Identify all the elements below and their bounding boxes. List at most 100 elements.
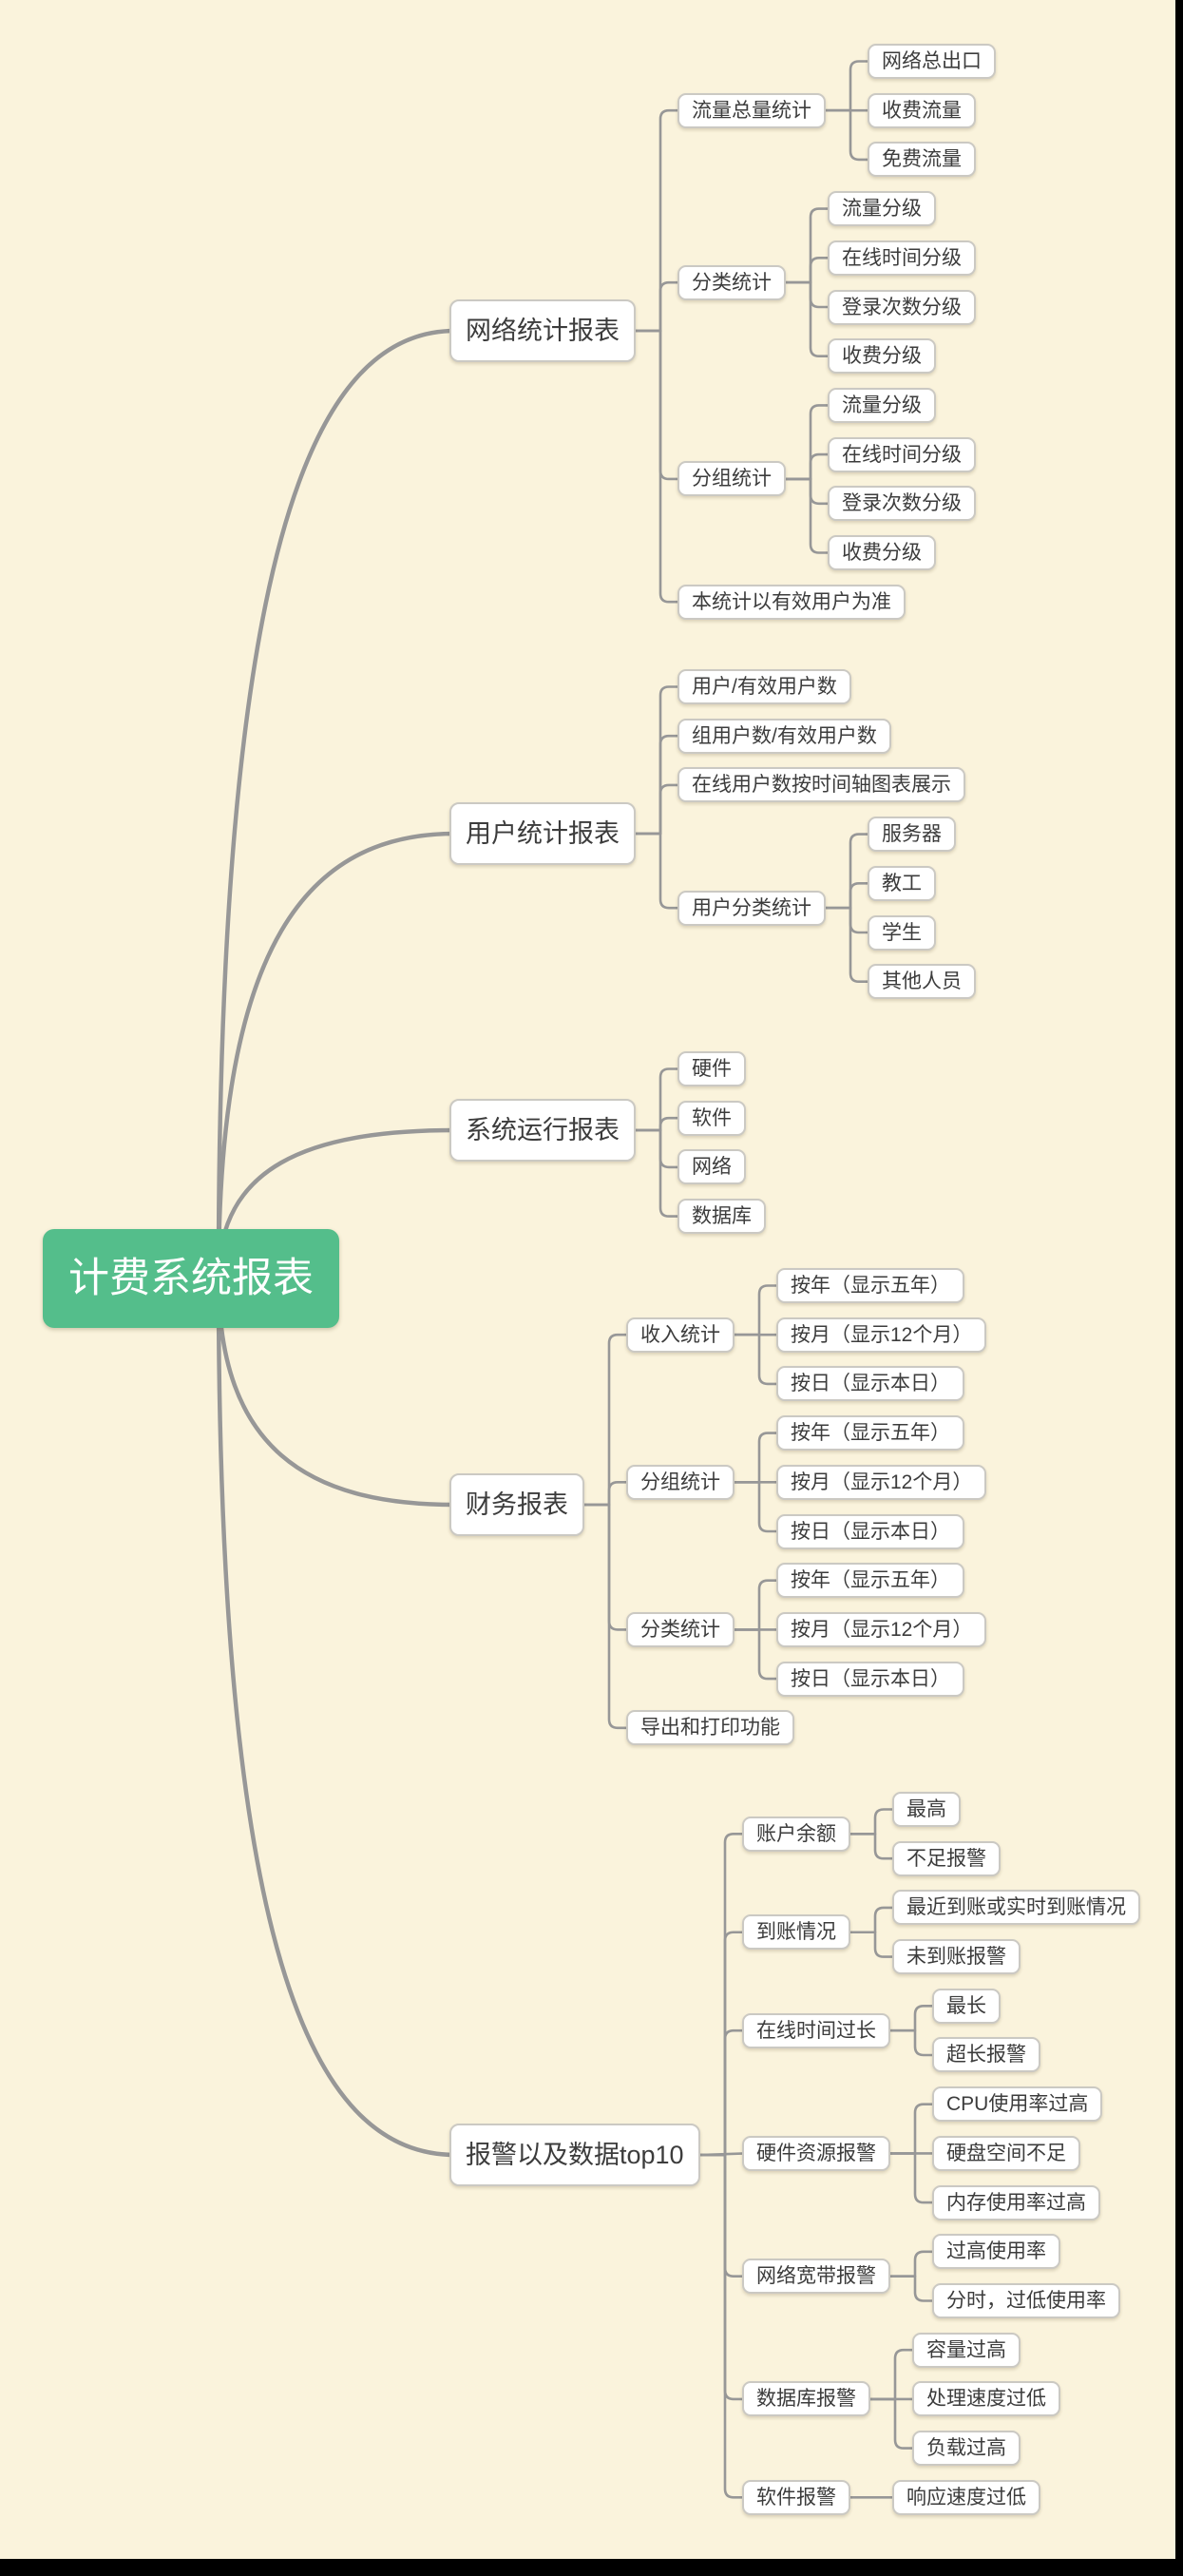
sub-topic[interactable]: 分组统计 xyxy=(677,461,786,496)
main-topic[interactable]: 用户统计报表 xyxy=(449,802,636,865)
leaf-topic[interactable]: 学生 xyxy=(868,915,936,951)
elbow-connector xyxy=(888,2028,937,2057)
leaf-topic[interactable]: 过高使用率 xyxy=(932,2234,1060,2269)
elbow-connector xyxy=(824,906,872,983)
leaf-topic[interactable]: 收费流量 xyxy=(868,93,976,128)
sub-topic[interactable]: 收入统计 xyxy=(626,1317,735,1353)
leaf-topic[interactable]: 教工 xyxy=(868,866,936,901)
branch-curve xyxy=(216,831,458,1281)
elbow-connector xyxy=(733,1579,781,1631)
sub-topic[interactable]: 在线时间过长 xyxy=(742,2013,890,2048)
leaf-topic[interactable]: 硬盘空间不足 xyxy=(932,2136,1080,2171)
sub-topic[interactable]: 分类统计 xyxy=(677,265,786,300)
leaf-topic[interactable]: 分时，过低使用率 xyxy=(932,2283,1120,2318)
elbow-connector xyxy=(784,404,832,481)
sub-topic[interactable]: 用户/有效用户数 xyxy=(677,669,851,704)
sub-topic[interactable]: 网络 xyxy=(677,1149,746,1184)
branch-curve xyxy=(216,328,458,1281)
sub-topic[interactable]: 到账情况 xyxy=(742,1914,850,1950)
leaf-topic[interactable]: 按年（显示五年） xyxy=(776,1563,964,1598)
leaf-topic[interactable]: 按月（显示12个月） xyxy=(776,1317,987,1353)
leaf-topic[interactable]: 登录次数分级 xyxy=(828,486,976,521)
sub-topic[interactable]: 本统计以有效用户为准 xyxy=(677,585,906,620)
elbow-connector xyxy=(634,280,682,333)
sub-topic[interactable]: 组用户数/有效用户数 xyxy=(677,719,891,754)
leaf-topic[interactable]: 未到账报警 xyxy=(892,1939,1021,1974)
leaf-topic[interactable]: 按年（显示五年） xyxy=(776,1268,964,1303)
sub-topic[interactable]: 流量总量统计 xyxy=(677,93,826,128)
main-topic[interactable]: 网络统计报表 xyxy=(449,299,636,362)
elbow-connector xyxy=(733,1628,781,1681)
elbow-connector xyxy=(849,1833,897,1860)
sub-topic[interactable]: 硬件 xyxy=(677,1051,746,1086)
leaf-topic[interactable]: 收费分级 xyxy=(828,535,936,570)
leaf-topic[interactable]: 最近到账或实时到账情况 xyxy=(892,1890,1140,1925)
elbow-connector xyxy=(733,1481,781,1533)
main-topic[interactable]: 报警以及数据top10 xyxy=(449,2124,700,2186)
leaf-topic[interactable]: 在线时间分级 xyxy=(828,437,976,472)
leaf-topic[interactable]: CPU使用率过高 xyxy=(932,2086,1103,2122)
elbow-connector xyxy=(824,60,872,112)
sub-topic[interactable]: 分类统计 xyxy=(626,1612,735,1647)
elbow-connector xyxy=(784,257,832,284)
leaf-topic[interactable]: 按日（显示本日） xyxy=(776,1366,964,1401)
leaf-topic[interactable]: 不足报警 xyxy=(892,1841,1001,1876)
sub-topic[interactable]: 账户余额 xyxy=(742,1817,850,1852)
elbow-connector xyxy=(824,833,872,910)
leaf-topic[interactable]: 按日（显示本日） xyxy=(776,1662,964,1697)
branch-curve xyxy=(216,1276,458,1508)
elbow-connector xyxy=(888,2103,937,2155)
sub-topic[interactable]: 数据库报警 xyxy=(742,2381,870,2416)
leaf-topic[interactable]: 流量分级 xyxy=(828,388,936,423)
elbow-connector xyxy=(634,832,682,910)
sub-topic[interactable]: 在线用户数按时间轴图表展示 xyxy=(677,767,965,802)
elbow-connector xyxy=(784,477,832,554)
elbow-connector xyxy=(582,1481,631,1507)
sub-topic[interactable]: 数据库 xyxy=(677,1199,766,1234)
leaf-topic[interactable]: 收费分级 xyxy=(828,338,936,374)
elbow-connector xyxy=(698,1833,747,2157)
leaf-topic[interactable]: 超长报警 xyxy=(932,2037,1040,2072)
leaf-topic[interactable]: 其他人员 xyxy=(868,964,976,999)
leaf-topic[interactable]: 内存使用率过高 xyxy=(932,2185,1100,2220)
sub-topic[interactable]: 软件 xyxy=(677,1101,746,1136)
leaf-topic[interactable]: 负载过高 xyxy=(912,2431,1021,2466)
leaf-topic[interactable]: 响应速度过低 xyxy=(892,2480,1040,2515)
leaf-topic[interactable]: 最长 xyxy=(932,1989,1001,2024)
sub-topic[interactable]: 导出和打印功能 xyxy=(626,1710,794,1745)
elbow-connector xyxy=(784,452,832,481)
sub-topic[interactable]: 用户分类统计 xyxy=(677,891,826,926)
sub-topic[interactable]: 网络宽带报警 xyxy=(742,2259,890,2294)
central-topic[interactable]: 计费系统报表 xyxy=(43,1229,339,1328)
elbow-connector xyxy=(888,2152,937,2204)
elbow-connector xyxy=(634,1116,682,1132)
leaf-topic[interactable]: 服务器 xyxy=(868,817,956,852)
elbow-connector xyxy=(824,882,872,910)
sub-topic[interactable]: 硬件资源报警 xyxy=(742,2136,890,2171)
elbow-connector xyxy=(733,1284,781,1336)
leaf-topic[interactable]: 网络总出口 xyxy=(868,44,996,79)
main-topic[interactable]: 系统运行报表 xyxy=(449,1099,636,1162)
leaf-topic[interactable]: 登录次数分级 xyxy=(828,290,976,325)
elbow-connector xyxy=(634,734,682,836)
leaf-topic[interactable]: 免费流量 xyxy=(868,142,976,177)
elbow-connector xyxy=(634,108,682,333)
main-topic[interactable]: 财务报表 xyxy=(449,1473,584,1536)
leaf-topic[interactable]: 按年（显示五年） xyxy=(776,1415,964,1451)
sub-topic[interactable]: 软件报警 xyxy=(742,2480,850,2515)
leaf-topic[interactable]: 流量分级 xyxy=(828,191,936,226)
leaf-topic[interactable]: 最高 xyxy=(892,1792,961,1827)
leaf-topic[interactable]: 容量过高 xyxy=(912,2333,1021,2368)
leaf-topic[interactable]: 按月（显示12个月） xyxy=(776,1612,987,1647)
elbow-connector xyxy=(582,1503,631,1730)
elbow-connector xyxy=(634,783,682,836)
elbow-connector xyxy=(634,1128,682,1218)
elbow-connector xyxy=(582,1333,631,1507)
leaf-topic[interactable]: 按日（显示本日） xyxy=(776,1514,964,1549)
leaf-topic[interactable]: 按月（显示12个月） xyxy=(776,1465,987,1500)
elbow-connector xyxy=(698,2153,747,2499)
elbow-connector xyxy=(868,2397,917,2450)
leaf-topic[interactable]: 在线时间分级 xyxy=(828,240,976,276)
leaf-topic[interactable]: 处理速度过低 xyxy=(912,2381,1060,2416)
sub-topic[interactable]: 分组统计 xyxy=(626,1465,735,1500)
